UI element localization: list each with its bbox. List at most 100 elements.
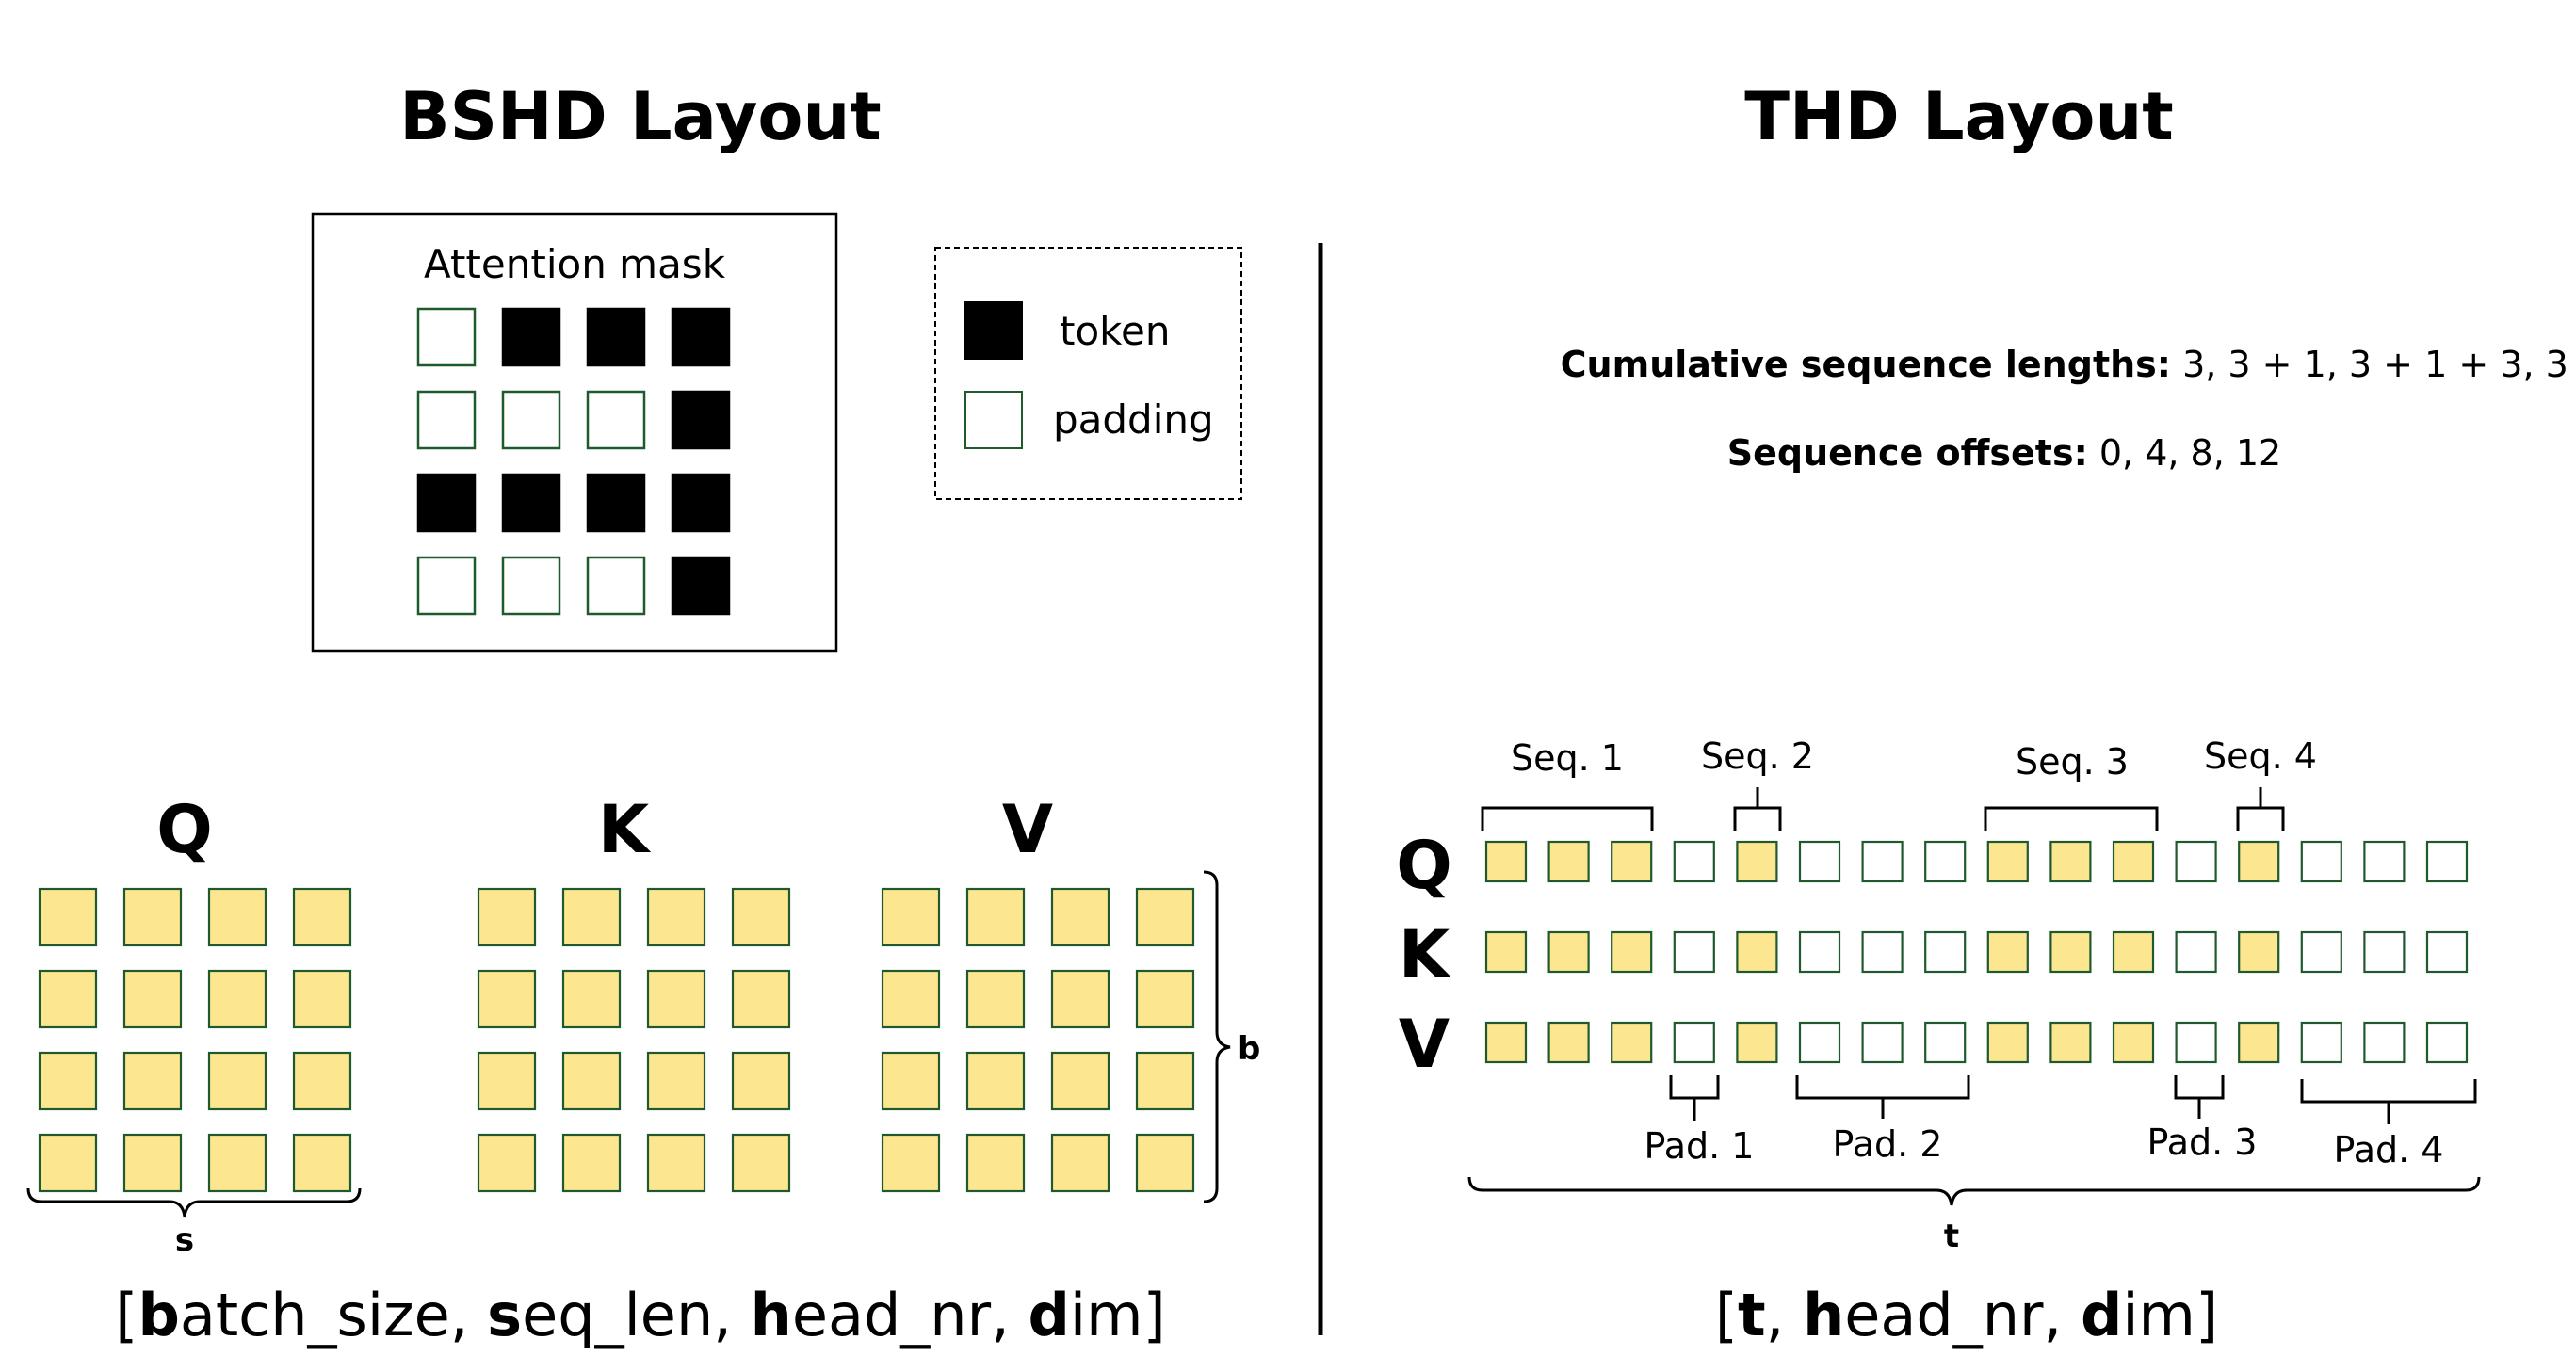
mask-padding-cell bbox=[501, 390, 561, 450]
cumulative-lengths-value: 3, 3 + 1, 3 + 1 + 3, 3 + 1 + 3 + 1 bbox=[2182, 344, 2576, 385]
thd-shape-dim: im bbox=[2122, 1281, 2195, 1349]
k-matrix-cell bbox=[731, 887, 791, 947]
q-matrix-cell bbox=[38, 1133, 98, 1193]
thd-shape-open: [ bbox=[1715, 1281, 1738, 1349]
mask-padding-cell bbox=[416, 307, 477, 367]
q-thd-token-cell bbox=[2238, 840, 2280, 883]
k-thd-padding-cell bbox=[2363, 930, 2406, 974]
v-matrix-cell bbox=[1050, 1051, 1110, 1111]
q-thd-padding-cell bbox=[2175, 840, 2217, 883]
bshd-title: BSHD Layout bbox=[399, 78, 882, 155]
v-matrix-cell bbox=[1135, 1133, 1195, 1193]
v-thd-padding-cell bbox=[1673, 1021, 1715, 1064]
sequence-offsets-label: Sequence offsets: bbox=[1727, 432, 2088, 474]
seq-4-brace bbox=[2236, 806, 2285, 831]
pad-2-brace bbox=[1795, 1075, 1970, 1100]
mask-padding-cell bbox=[586, 390, 646, 450]
v-thd-padding-cell bbox=[2363, 1021, 2406, 1064]
k-thd-padding-cell bbox=[2300, 930, 2342, 974]
k-thd-token-cell bbox=[1611, 930, 1653, 974]
thd-cells bbox=[1484, 840, 2469, 1064]
k-matrix-cell bbox=[646, 1051, 706, 1111]
k-thd-token-cell bbox=[2112, 930, 2155, 974]
thd-shape-t: t bbox=[1738, 1281, 1766, 1349]
k-thd-padding-cell bbox=[1673, 930, 1715, 974]
sequence-offsets-value: 0, 4, 8, 12 bbox=[2099, 432, 2281, 474]
bshd-shape-dim: im bbox=[1070, 1281, 1143, 1349]
v-matrix-cell bbox=[1050, 887, 1110, 947]
batch-brace-label: b bbox=[1238, 1030, 1260, 1068]
pad-3-brace bbox=[2174, 1075, 2225, 1100]
v-matrix-cell bbox=[881, 887, 941, 947]
mask-padding-cell bbox=[416, 556, 477, 616]
bshd-shape-sep-2: , bbox=[713, 1281, 750, 1349]
k-thd-padding-cell bbox=[1924, 930, 1967, 974]
v-thd-token-cell bbox=[2238, 1021, 2280, 1064]
q-thd-padding-cell bbox=[1924, 840, 1967, 883]
k-matrix-cell bbox=[731, 969, 791, 1029]
v-matrix-cell bbox=[1135, 969, 1195, 1029]
bshd-shape-b: b bbox=[138, 1281, 179, 1349]
q-matrix-cell bbox=[292, 1051, 352, 1111]
thd-shape-head-nr: ead_nr bbox=[1844, 1281, 2044, 1349]
v-thd-padding-cell bbox=[1924, 1021, 1967, 1064]
thd-shape-sep-2: , bbox=[2044, 1281, 2081, 1349]
v-matrix-cell bbox=[881, 1051, 941, 1111]
v-matrix-cell bbox=[965, 1133, 1026, 1193]
bshd-shape-open: [ bbox=[115, 1281, 138, 1349]
cumulative-lengths-label: Cumulative sequence lengths: bbox=[1561, 344, 2171, 385]
attention-mask-box bbox=[311, 212, 838, 653]
mask-padding-cell bbox=[586, 556, 646, 616]
q-matrix-cell bbox=[207, 1051, 267, 1111]
bshd-shape-h: h bbox=[751, 1281, 792, 1349]
q-thd-token-cell bbox=[2049, 840, 2092, 883]
k-thd-padding-cell bbox=[2175, 930, 2217, 974]
bshd-shape-batch-size: atch_size bbox=[180, 1281, 450, 1349]
k-thd-token-cell bbox=[1986, 930, 2029, 974]
attention-mask-grid bbox=[416, 307, 731, 616]
k-thd-token-cell bbox=[2049, 930, 2092, 974]
mask-token-cell bbox=[671, 556, 731, 616]
bshd-shape-head-nr: ead_nr bbox=[792, 1281, 992, 1349]
k-matrix-cell bbox=[646, 1133, 706, 1193]
v-matrix-cell bbox=[965, 969, 1026, 1029]
q-matrix-cell bbox=[292, 887, 352, 947]
k-matrix-cell bbox=[477, 887, 537, 947]
q-thd-token-cell bbox=[1484, 840, 1528, 883]
thd-shape-d: d bbox=[2081, 1281, 2122, 1349]
q-matrix-cell bbox=[207, 969, 267, 1029]
legend-padding-swatch bbox=[964, 391, 1023, 449]
mask-token-cell bbox=[671, 390, 731, 450]
v-matrix-cell bbox=[1135, 887, 1195, 947]
mask-token-cell bbox=[671, 473, 731, 533]
k-matrix-cell bbox=[561, 1051, 622, 1111]
q-thd-token-cell bbox=[1611, 840, 1653, 883]
k-matrix-cell bbox=[731, 1051, 791, 1111]
legend-box bbox=[934, 247, 1242, 500]
q-matrix-cell bbox=[122, 969, 183, 1029]
k-matrix-cell bbox=[477, 1133, 537, 1193]
seq-2-brace bbox=[1733, 806, 1782, 831]
k-thd-token-cell bbox=[1736, 930, 1778, 974]
v-thd-padding-cell bbox=[2175, 1021, 2217, 1064]
bshd-shape-formula: [batch_size, seq_len, head_nr, dim] bbox=[115, 1281, 1165, 1349]
batch-brace bbox=[1203, 870, 1231, 1203]
bshd-shape-close: ] bbox=[1143, 1281, 1166, 1349]
thd-shape-sep-1: , bbox=[1766, 1281, 1803, 1349]
mask-token-cell bbox=[671, 307, 731, 367]
mask-token-cell bbox=[416, 473, 477, 533]
k-thd-padding-cell bbox=[1798, 930, 1841, 974]
k-matrix-cell bbox=[561, 887, 622, 947]
k-thd-token-cell bbox=[1547, 930, 1590, 974]
legend-token-swatch bbox=[964, 301, 1023, 360]
v-matrix-cell bbox=[1050, 969, 1110, 1029]
v-thd-padding-cell bbox=[2300, 1021, 2342, 1064]
q-thd-token-cell bbox=[1547, 840, 1590, 883]
thd-k-label: K bbox=[1399, 916, 1452, 993]
k-matrix-cell bbox=[561, 1133, 622, 1193]
cumulative-lengths-space bbox=[2171, 344, 2182, 385]
seq-3-brace bbox=[1984, 806, 2159, 831]
v-thd-token-cell bbox=[1986, 1021, 2029, 1064]
q-thd-padding-cell bbox=[1673, 840, 1715, 883]
q-matrix-cell bbox=[38, 969, 98, 1029]
